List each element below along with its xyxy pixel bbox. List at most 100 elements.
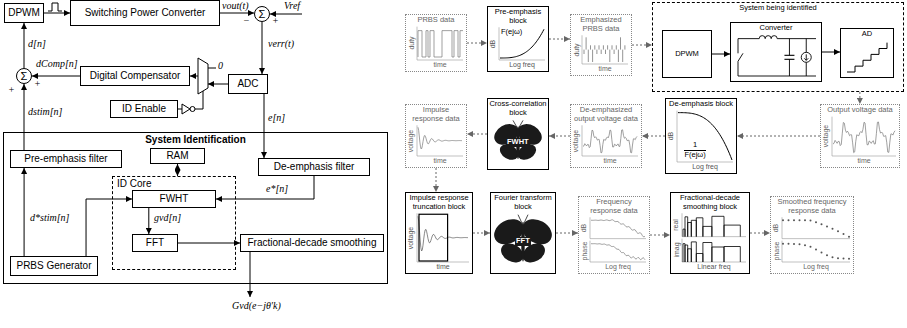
axis-label: voltage (407, 129, 415, 151)
signal-name: Gvd(e−jθ′k) (232, 300, 281, 311)
inductor-symbol (759, 36, 777, 39)
signal-connector (712, 54, 730, 55)
signal-connector (148, 208, 149, 234)
smoothed-point (804, 219, 806, 221)
signal-connector (264, 94, 265, 158)
axis-label: Log freq (677, 163, 733, 171)
converter-block: Converter (730, 22, 822, 82)
smoothing-block: Fractional-decade smoothing block real ima… (670, 192, 750, 274)
node-heading: Pre-emphasis block (489, 8, 547, 25)
data-plot: Frequency response datadBphaseLog freq (578, 196, 650, 274)
axis-label: Log freq (782, 263, 850, 271)
node-heading: Fourier transform block (492, 194, 554, 211)
output-wire (250, 252, 251, 297)
staircase-symbol (847, 43, 887, 72)
data-plot: PRBS datadutytime (405, 14, 467, 72)
circuit-wire (806, 62, 807, 76)
smoothed-point (837, 257, 839, 259)
node-heading: Emphasized PRBS data (572, 16, 630, 33)
axis-label: time (832, 157, 896, 165)
node-heading: System Identification (5, 134, 386, 146)
axis-label: dB (580, 224, 588, 233)
mux-output-wire (190, 76, 198, 77)
signal-name: vout(t) (222, 0, 249, 11)
smoothed-point (815, 221, 817, 223)
smoothed-point (848, 258, 850, 260)
axis-label: Log freq (590, 263, 646, 271)
node-label: FFT (146, 237, 164, 249)
smoothed-point (815, 248, 817, 250)
smoothed-point (848, 236, 850, 238)
circuit-wire (789, 59, 790, 76)
smoothed-point (843, 258, 845, 260)
signal-connector (178, 243, 240, 244)
smoothing-bins (683, 216, 740, 236)
circuit-wire (738, 76, 816, 77)
node-heading: De-emphasis block (667, 100, 735, 109)
switch-symbol (738, 53, 743, 61)
data-plot: Emphasized PRBS datadutytime (570, 14, 632, 76)
node-label: Σ (21, 70, 28, 83)
current-source (801, 52, 811, 62)
sign-mark: + (272, 15, 279, 26)
converter-block: Switching Power Converter (70, 0, 220, 26)
inverter-bubble (190, 107, 195, 112)
signal-connector (24, 84, 25, 150)
select-wire (195, 91, 203, 109)
node-label: PRBS Generator (16, 260, 91, 272)
pwm-block: DPWM (4, 3, 44, 23)
node-label: ADC (237, 78, 258, 90)
signal-connector (262, 22, 263, 74)
data-plot: Impulse response datavoltagetime (405, 104, 467, 168)
current-arrow (804, 58, 808, 60)
signal-connector (556, 233, 578, 234)
phase-curve (591, 244, 645, 260)
smoothed-point (799, 243, 801, 245)
filter-block: Pre-emphasis blockF(ejω)dBLog freq (487, 6, 549, 72)
plot-axis (682, 213, 746, 236)
axis-label: time (417, 263, 469, 271)
smoothed-point (799, 219, 801, 221)
sign-mark: + (8, 84, 15, 95)
smoothed-point (832, 256, 834, 258)
plot-axis (682, 239, 746, 262)
axis-label: time (582, 157, 638, 165)
circuit-wire (738, 39, 759, 54)
signal-name: d[n] (28, 38, 46, 49)
axis-label: time (417, 157, 463, 165)
signal-name: dComp[n] (36, 58, 78, 69)
node-label: Switching Power Converter (85, 7, 206, 19)
axis-label: real (672, 220, 680, 232)
capacitor-plate (784, 55, 794, 56)
smoothed-point (804, 244, 806, 246)
circuit-wire (789, 39, 790, 56)
signal-connector (467, 134, 487, 135)
plot-axis (499, 27, 545, 60)
axis-label: dB (772, 224, 780, 233)
circuit-wire (806, 39, 807, 53)
axis-label: time (582, 65, 628, 73)
axis-label: Log freq (499, 61, 545, 69)
node-heading: Smoothed frequency response data (772, 198, 852, 215)
signal-connector (750, 233, 770, 234)
memory-block: RAM (150, 148, 205, 164)
transfer-fraction: 1 (693, 141, 697, 150)
smoothed-point (832, 228, 834, 230)
core-group: ID CoreFWHTFFT (112, 176, 236, 270)
pulse-symbol (48, 3, 62, 11)
axis-label: duty (407, 37, 415, 50)
signal-name: gvd[n] (154, 212, 181, 223)
smoothed-point (826, 225, 828, 227)
node-label: Pre-emphasis filter (24, 153, 107, 165)
transfer-function: F(ejω) (501, 28, 522, 37)
plot-axis (582, 35, 628, 64)
transform-block: FFT (132, 234, 178, 252)
plot-axis (590, 217, 646, 238)
signal-connector (44, 13, 70, 14)
signal-connector (24, 23, 25, 68)
signal-connector (473, 233, 490, 234)
node-heading: Fractional-decade smoothing block (672, 194, 748, 211)
axis-label: imag (672, 242, 680, 257)
